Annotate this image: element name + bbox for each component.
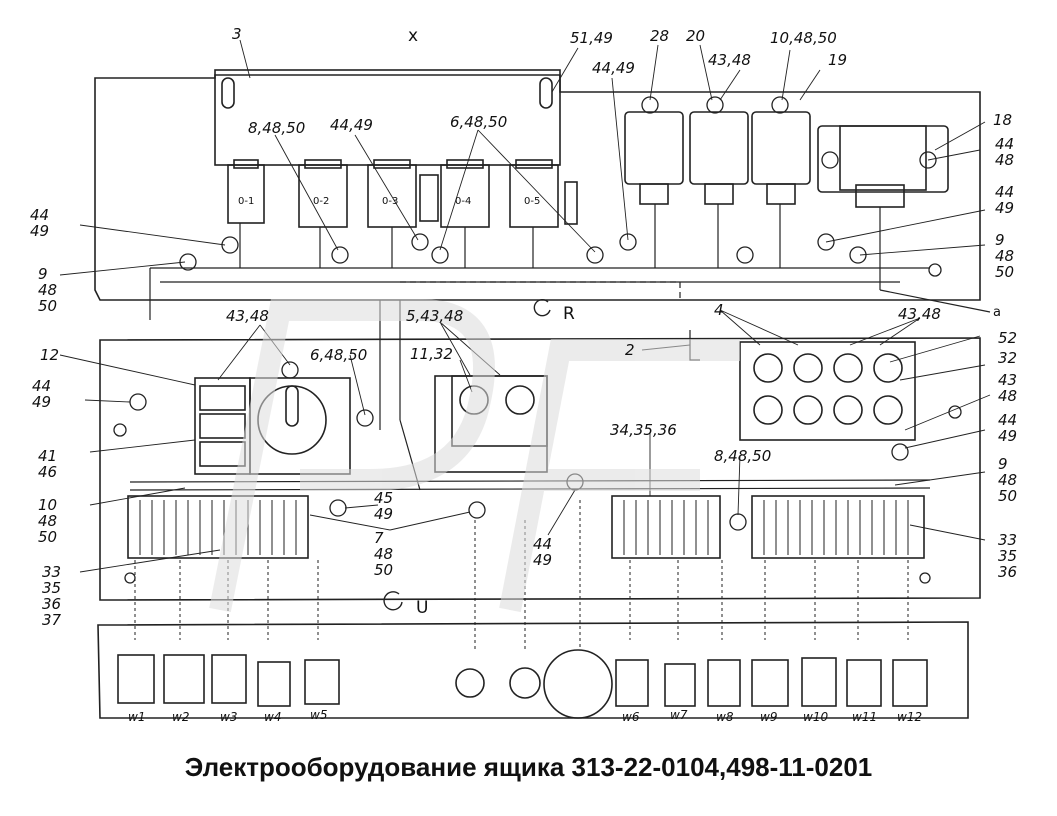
connector-w6: w6 xyxy=(622,710,640,724)
callout-33-35-36-37: 33 35 36 37 xyxy=(42,563,62,629)
inscription-r: R xyxy=(563,304,575,324)
callout-44-49-bottom: 44 49 xyxy=(533,535,553,569)
page-caption: Электрооборудование ящика 313-22-0104,49… xyxy=(184,752,873,782)
callout-7-48-50: 7 48 50 xyxy=(374,529,394,579)
callout-44-49-right-top: 44 49 xyxy=(995,183,1015,217)
callout-43-48-top: 43,48 xyxy=(708,51,751,69)
terminal-block-right xyxy=(751,495,925,559)
inscription-x: x xyxy=(408,26,419,46)
terminal-block-middle xyxy=(611,495,721,559)
callout-8-48-50-top: 8,48,50 xyxy=(248,119,306,137)
bottom-connectors xyxy=(117,649,928,719)
tag-0-3: 0-3 xyxy=(382,196,399,207)
callout-52: 52 xyxy=(998,329,1018,347)
middle-panel xyxy=(99,337,981,601)
callout-44-48-right: 44 48 xyxy=(995,135,1015,169)
callout-44-49-right-mid: 44 49 xyxy=(998,411,1018,445)
callout-9-48-50-left: 9 48 50 xyxy=(38,265,58,315)
callout-8-48-50-mid: 8,48,50 xyxy=(714,447,772,465)
callout-3: 3 xyxy=(232,25,242,43)
callout-44-49-left-mid: 44 49 xyxy=(32,377,52,411)
callout-10-48-50-top: 10,48,50 xyxy=(770,29,837,47)
connector-w4: w4 xyxy=(264,710,282,724)
callout-44-49-left-top: 44 49 xyxy=(30,206,50,240)
socket-panel-32 xyxy=(739,341,916,441)
callout-11-32: 11,32 xyxy=(410,345,453,363)
callout-44-49-top: 44,49 xyxy=(592,59,635,77)
callout-28: 28 xyxy=(650,27,670,45)
connector-w5: w5 xyxy=(310,708,328,722)
callout-19: 19 xyxy=(828,51,848,69)
inscription-u: U xyxy=(416,598,429,618)
callout-43-48-right-mid: 43 48 xyxy=(998,371,1018,405)
tag-0-4: 0-4 xyxy=(455,196,472,207)
callout-32: 32 xyxy=(998,349,1018,367)
relay-28 xyxy=(624,111,684,185)
callout-4: 4 xyxy=(714,301,724,319)
connector-plugs xyxy=(227,159,578,228)
callout-9-48-50-right-top: 9 48 50 xyxy=(995,231,1015,281)
connector-w9: w9 xyxy=(760,710,778,724)
callout-12: 12 xyxy=(40,346,60,364)
callout-10-48-50-left: 10 48 50 xyxy=(38,496,58,546)
inscription-a: a xyxy=(993,305,1001,320)
connector-w7: w7 xyxy=(670,708,688,722)
connector-w11: w11 xyxy=(852,710,878,724)
terminal-block-left xyxy=(127,495,309,559)
callout-33-35-36-right: 33 35 36 xyxy=(998,531,1018,581)
callout-44-49-upper: 44,49 xyxy=(330,116,373,134)
connector-w8: w8 xyxy=(716,710,734,724)
relay-block-3 xyxy=(214,69,561,166)
callout-2: 2 xyxy=(625,341,635,359)
connector-w2: w2 xyxy=(172,710,190,724)
callout-9-48-50-right-mid: 9 48 50 xyxy=(998,455,1018,505)
callout-43-48-mid-left: 43,48 xyxy=(226,307,269,325)
callout-34-35-36: 34,35,36 xyxy=(610,421,677,439)
callout-5-43-48: 5,43,48 xyxy=(406,307,464,325)
tag-0-2: 0-2 xyxy=(313,196,330,207)
arrow-r xyxy=(533,298,551,317)
callout-43-48-mid-right: 43,48 xyxy=(898,305,941,323)
connector-w3: w3 xyxy=(220,710,238,724)
connector-w1: w1 xyxy=(128,710,146,724)
connector-w12: w12 xyxy=(897,710,923,724)
callout-51-49: 51,49 xyxy=(570,29,613,47)
callout-6-48-50-mid: 6,48,50 xyxy=(310,346,368,364)
watermark-logo xyxy=(209,299,740,613)
arrow-u xyxy=(383,591,403,611)
tag-0-5: 0-5 xyxy=(524,196,541,207)
callout-6-48-50-top: 6,48,50 xyxy=(450,113,508,131)
callout-20: 20 xyxy=(686,27,706,45)
relay-20 xyxy=(689,111,749,185)
callout-45-49: 45 49 xyxy=(374,489,394,523)
callout-18: 18 xyxy=(993,111,1013,129)
tag-0-1: 0-1 xyxy=(238,196,255,207)
connector-w10: w10 xyxy=(803,710,829,724)
callout-41-46: 41 46 xyxy=(38,447,58,481)
relay-19 xyxy=(751,111,811,185)
